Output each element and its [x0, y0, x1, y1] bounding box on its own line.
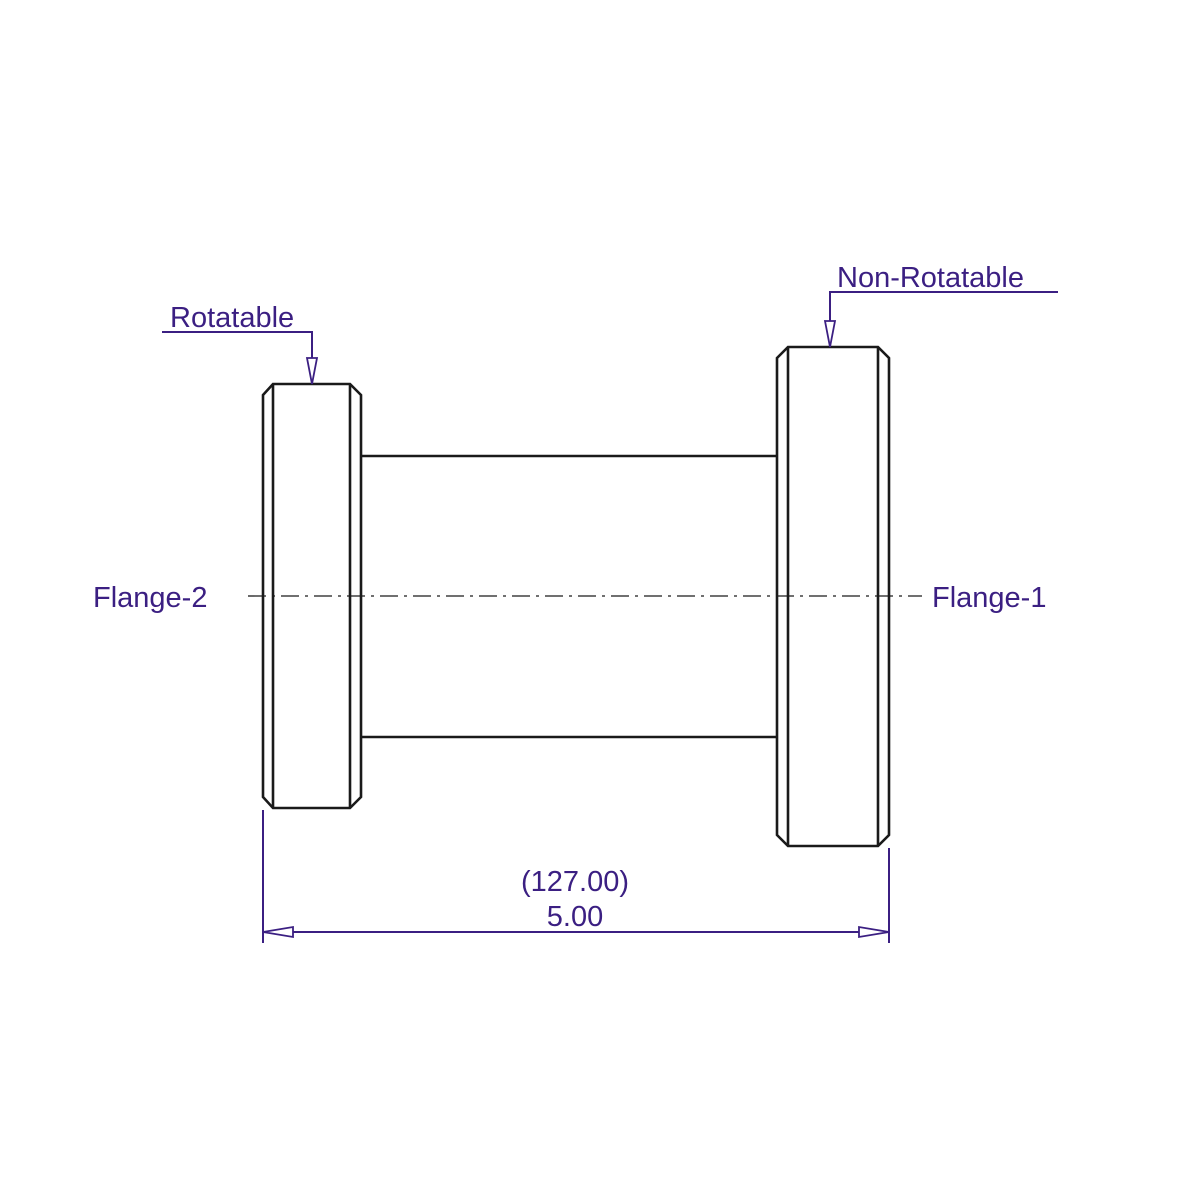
dimension-imperial: 5.00 [547, 901, 603, 933]
non-rotatable-leader [823, 291, 1058, 348]
rotatable-leader [162, 331, 319, 385]
rotatable-label: Rotatable [170, 302, 294, 334]
flange-2-label: Flange-2 [93, 582, 207, 614]
flange-2-rotatable [261, 382, 363, 810]
dimension-metric: (127.00) [521, 866, 629, 898]
flange-1-label: Flange-1 [932, 582, 1046, 614]
tube-body [361, 454, 777, 739]
length-dimension [262, 810, 890, 943]
non-rotatable-label: Non-Rotatable [837, 262, 1024, 294]
